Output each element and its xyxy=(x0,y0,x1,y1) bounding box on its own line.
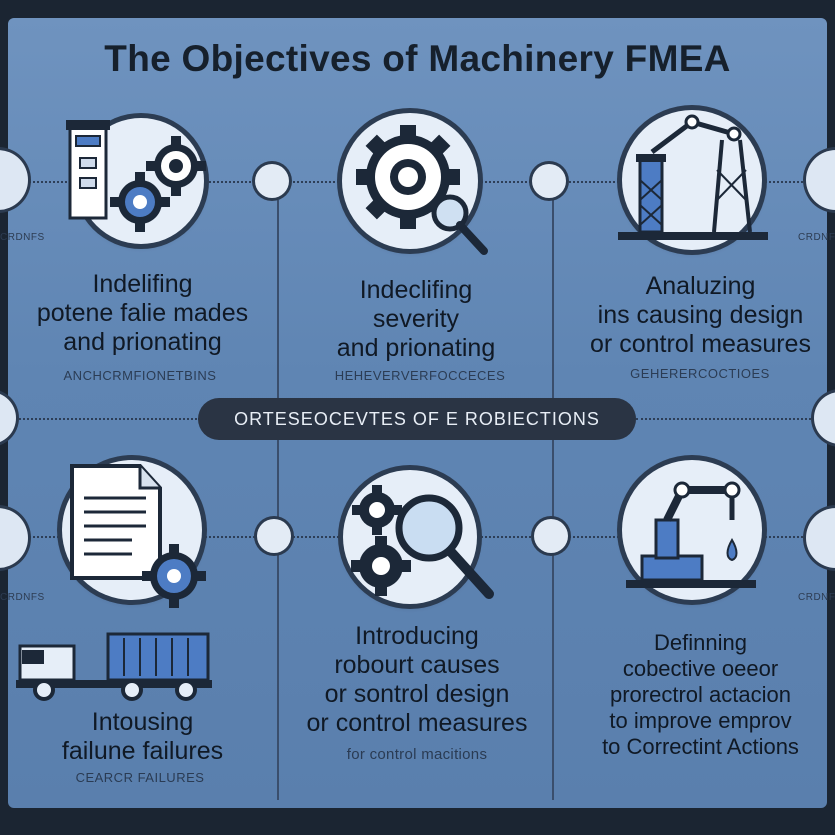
oil-rig-icon xyxy=(618,114,768,240)
heading-line: prorectrol actacion xyxy=(610,682,791,707)
heading-line: Indeclifing xyxy=(359,276,473,304)
heading-line: Introducing xyxy=(355,622,479,650)
heading-line: severity xyxy=(372,305,460,333)
objective-heading-5: Introducing robourt causes or sontrol de… xyxy=(286,622,548,738)
objective-circle-3 xyxy=(618,110,768,250)
heading-line: failune failures xyxy=(61,737,224,765)
objective-circle-5 xyxy=(343,470,494,604)
connector-node-icon xyxy=(255,164,289,198)
objective-heading-3: Analuzing ins causing design or control … xyxy=(566,272,835,359)
heading-line: cobective oeeor xyxy=(622,656,779,681)
heading-line: or control measures xyxy=(306,709,528,737)
heading-line: potene falie mades xyxy=(36,299,249,327)
heading-line: ins causing design xyxy=(597,301,804,329)
connector-line xyxy=(636,418,835,420)
objective-heading-4: Intousing failune failures xyxy=(10,708,275,766)
truck-icon xyxy=(16,632,212,701)
edge-label: CRDNFS xyxy=(0,232,45,243)
heading-line: or control measures xyxy=(590,330,811,358)
edge-label: CRDNFS xyxy=(0,592,45,603)
connector-line xyxy=(552,200,554,800)
objective-circle-1 xyxy=(66,118,206,244)
gears-magnifier-icon xyxy=(351,485,494,599)
objective-heading-2: Indeclifing severity and prionating xyxy=(288,276,544,363)
objective-subtext-1: ANCHCRMFIONETBINS xyxy=(63,368,217,383)
edge-label: CRDNFS xyxy=(798,232,835,243)
heading-line: Indelifing xyxy=(92,270,193,298)
panel-with-gears-icon xyxy=(66,120,206,232)
document-gear-icon xyxy=(70,464,206,608)
objective-circle-6 xyxy=(622,460,762,600)
connector-node-icon xyxy=(532,164,566,198)
gear-magnifier-icon xyxy=(356,125,488,255)
objective-subtext-5: for control macitions xyxy=(346,746,488,763)
heading-line: Analuzing xyxy=(645,272,756,300)
robot-arm-icon xyxy=(626,481,756,588)
edge-node-icon xyxy=(0,392,16,444)
objective-heading-6: Definning cobective oeeor prorectrol act… xyxy=(566,630,835,760)
connector-node-icon xyxy=(534,519,568,553)
heading-line: to Correctint Actions xyxy=(602,734,799,759)
edge-label: CRDNFS xyxy=(798,592,835,603)
heading-line: to improve emprov xyxy=(609,708,792,733)
heading-line: and prionating xyxy=(63,328,222,356)
heading-line: Intousing xyxy=(91,708,194,736)
objective-circle-4 xyxy=(62,460,206,608)
objective-heading-1: Indelifing potene falie mades and priona… xyxy=(10,270,275,357)
connector-line xyxy=(0,418,200,420)
objective-subtext-3: GEHERERCOCTIOES xyxy=(630,366,770,381)
heading-line: robourt causes xyxy=(334,651,500,679)
objective-subtext-2: HEHEVERVERFOCCECES xyxy=(334,368,506,383)
page-title: The Objectives of Machinery FMEA xyxy=(104,38,731,79)
heading-line: Definning xyxy=(654,630,747,655)
heading-line: or sontrol design xyxy=(324,680,510,708)
edge-node-icon xyxy=(814,392,835,444)
objective-subtext-4: CEARCR FAILURES xyxy=(75,770,205,785)
connector-node-icon xyxy=(257,519,291,553)
center-banner: ORTESEOCEVTES OF E ROBIECTIONS xyxy=(198,398,636,440)
connector-line xyxy=(277,200,279,800)
objective-circle-2 xyxy=(342,113,488,255)
heading-line: and prionating xyxy=(336,334,496,362)
